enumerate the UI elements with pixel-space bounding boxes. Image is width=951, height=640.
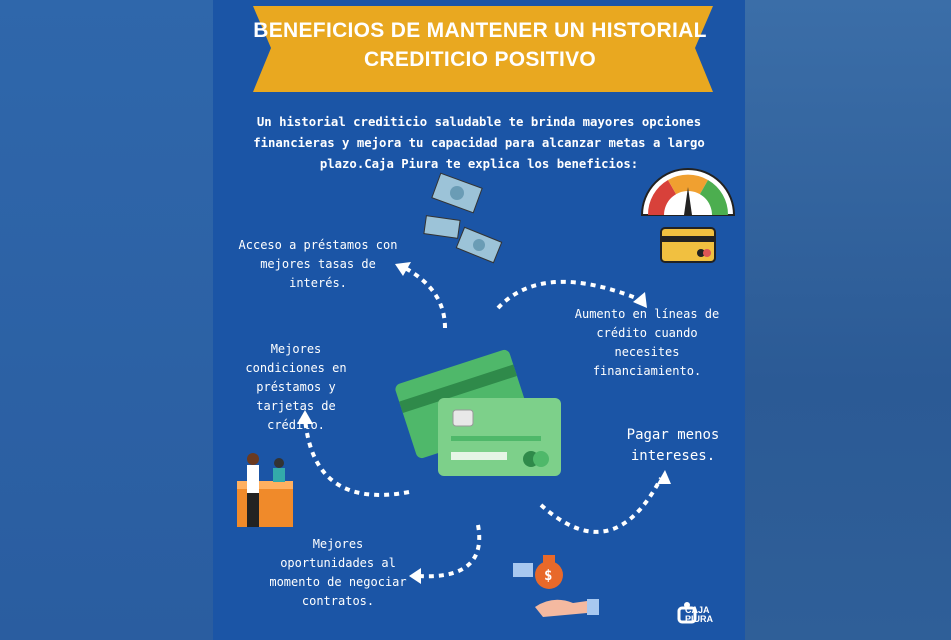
infographic-title: BENEFICIOS DE MANTENER UN HISTORIAL CRED… xyxy=(253,19,707,71)
arrow-to-lineas xyxy=(496,279,642,310)
arrow-to-intereses xyxy=(539,477,663,534)
logo-line1: CAJA xyxy=(685,605,710,615)
caja-piura-logo xyxy=(677,602,697,624)
background-left xyxy=(0,0,213,640)
benefit-lineas-credito: Aumento en líneas de crédito cuando nece… xyxy=(574,307,720,378)
benefit-condiciones: Mejores condiciones en préstamos y tarje… xyxy=(245,342,347,432)
small-card-icon xyxy=(660,227,716,263)
arrow-heads xyxy=(297,262,671,584)
illustrations: $ xyxy=(237,6,736,624)
credit-cards-icon xyxy=(395,349,561,476)
dotted-arrows xyxy=(303,266,663,579)
arrow-to-condiciones xyxy=(303,417,410,497)
credit-score-gauge-icon xyxy=(640,168,736,216)
arrow-to-prestamos xyxy=(404,266,447,329)
infographic-panel: $ BENEFICIOS DE MANTENER UN HISTORIAL CR… xyxy=(213,0,745,640)
background-right xyxy=(745,0,951,640)
money-icon xyxy=(423,172,503,264)
benefit-prestamos: Acceso a préstamos con mejores tasas de … xyxy=(238,238,398,290)
logo-line2: PIURA xyxy=(685,614,714,624)
title-banner xyxy=(253,6,713,92)
arrow-to-oportunidades xyxy=(417,524,482,579)
svg-text:$: $ xyxy=(544,568,552,584)
logo-text: CAJA PIURA xyxy=(685,606,713,624)
benefit-oportunidades: Mejores oportunidades al momento de nego… xyxy=(269,537,407,608)
money-bag-icon: $ xyxy=(513,555,599,617)
benefit-menos-intereses: Pagar menos intereses. xyxy=(626,427,720,464)
intro-text: Un historial crediticio saludable te bri… xyxy=(253,115,705,171)
bank-teller-icon xyxy=(237,453,293,527)
